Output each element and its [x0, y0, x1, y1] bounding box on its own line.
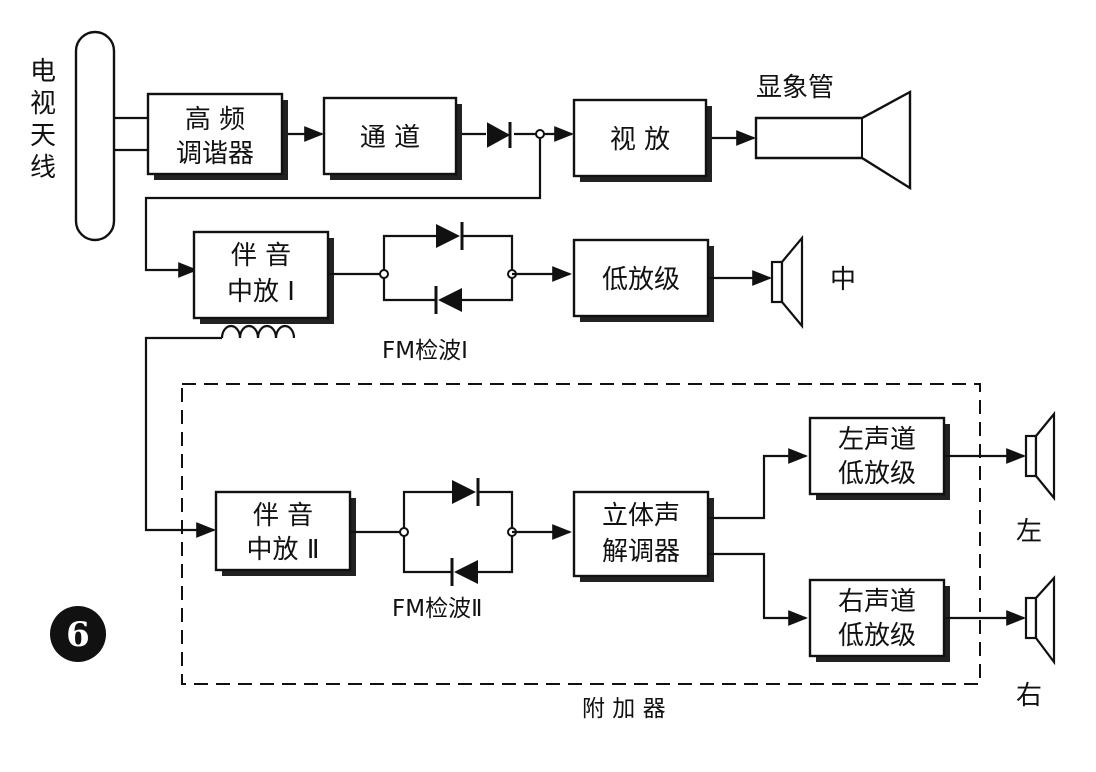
- svg-text:线: 线: [30, 153, 56, 183]
- tv-antenna: [74, 30, 116, 242]
- svg-text:电: 电: [30, 57, 56, 87]
- lf-amp-center-block: 低放级: [572, 238, 714, 322]
- svg-text:伴 音: 伴 音: [231, 241, 291, 271]
- svg-text:中放 Ⅱ: 中放 Ⅱ: [246, 535, 319, 565]
- fm-detector-1-diode-upper: [436, 222, 464, 250]
- junction-dot: [535, 129, 545, 139]
- crt-label: 显象管: [756, 73, 834, 103]
- svg-text:调谐器: 调谐器: [176, 139, 254, 169]
- svg-text:右声道: 右声道: [838, 587, 916, 617]
- stereo-decoder-block: 立体声 解调器: [572, 490, 714, 582]
- crt-icon: [754, 89, 912, 191]
- svg-text:视 放: 视 放: [610, 125, 670, 155]
- fm-detector-1-diode-lower: [434, 286, 462, 314]
- svg-text:低放级: 低放级: [602, 265, 680, 295]
- svg-text:解调器: 解调器: [602, 537, 680, 567]
- video-amp-block: 视 放: [572, 98, 712, 182]
- adapter-label: 附 加 器: [582, 696, 666, 722]
- speaker-center-label: 中: [830, 265, 856, 295]
- left-amp-block: 左声道 低放级: [808, 416, 950, 500]
- coil-icon: [220, 324, 296, 339]
- svg-text:天: 天: [30, 121, 56, 151]
- speaker-left-label: 左: [1016, 517, 1042, 547]
- svg-text:左声道: 左声道: [838, 425, 916, 455]
- adapter-boundary: [181, 383, 981, 685]
- if-amp-2-block: 伴 音 中放 Ⅱ: [214, 490, 356, 576]
- antenna-label: 电 视 天 线: [30, 57, 56, 183]
- speaker-right-label: 右: [1016, 681, 1042, 711]
- speaker-left-icon: [1024, 410, 1056, 502]
- svg-text:6: 6: [66, 615, 90, 655]
- fm-detector-2-diode-upper: [452, 478, 480, 506]
- svg-text:通 道: 通 道: [360, 123, 420, 153]
- svg-text:低放级: 低放级: [838, 621, 916, 651]
- fm-detector-2-diode-lower: [450, 558, 478, 586]
- hf-tuner-block: 高 频 调谐器: [146, 92, 288, 180]
- speaker-right-icon: [1024, 575, 1056, 666]
- svg-text:立体声: 立体声: [602, 501, 680, 531]
- svg-text:伴 音: 伴 音: [253, 501, 313, 531]
- svg-text:高 频: 高 频: [185, 105, 245, 135]
- junction-dot: [379, 269, 389, 279]
- if-amp-1-block: 伴 音 中放 Ⅰ: [192, 230, 334, 324]
- svg-text:视: 视: [30, 89, 56, 119]
- figure-number-badge: 6: [50, 606, 106, 662]
- speaker-center-icon: [770, 234, 804, 330]
- video-detector-diode: [487, 122, 512, 148]
- fm-detector-1-label: FM检波Ⅰ: [382, 338, 468, 364]
- fm-detector-2-label: FM检波Ⅱ: [392, 596, 482, 622]
- svg-text:低放级: 低放级: [838, 459, 916, 489]
- channel-block: 通 道: [322, 96, 462, 180]
- right-amp-block: 右声道 低放级: [808, 578, 950, 662]
- junction-dot: [399, 527, 409, 537]
- svg-text:中放 Ⅰ: 中放 Ⅰ: [227, 277, 295, 307]
